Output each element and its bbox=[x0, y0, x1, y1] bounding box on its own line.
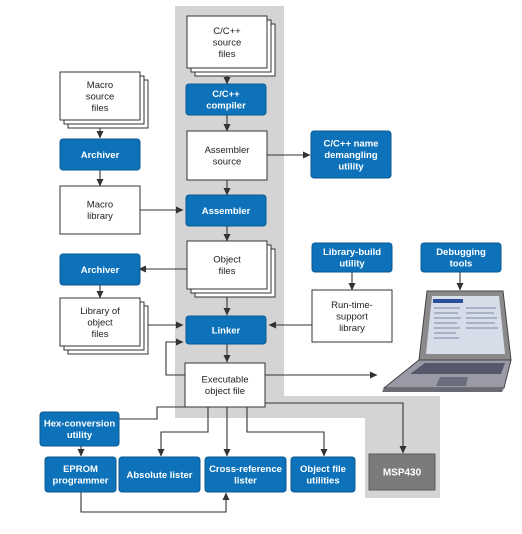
label-line: files bbox=[92, 103, 109, 114]
label-line: demangling bbox=[324, 150, 378, 161]
label-line: Linker bbox=[212, 325, 241, 336]
label-line: library bbox=[339, 323, 365, 334]
label-line: source bbox=[86, 91, 115, 102]
laptop-icon bbox=[382, 290, 512, 392]
cpp-compiler-node: C/C++compiler bbox=[185, 83, 267, 116]
assembler-label: Assembler bbox=[202, 206, 251, 217]
label-line: EPROM bbox=[63, 464, 98, 475]
label-line: C/C++ bbox=[212, 89, 240, 100]
label-line: utility bbox=[338, 161, 364, 172]
label-line: Object file bbox=[300, 464, 346, 475]
label-line: Object bbox=[213, 255, 241, 266]
label-line: files bbox=[219, 266, 236, 277]
archiver-mid-node: Archiver bbox=[59, 253, 141, 286]
label-line: Debugging bbox=[436, 247, 486, 258]
label-line: C/C++ bbox=[213, 26, 241, 37]
linker-node: Linker bbox=[185, 315, 267, 345]
label-line: Macro bbox=[87, 200, 113, 211]
label-line: Macro bbox=[87, 80, 113, 91]
msp430-label: MSP430 bbox=[383, 467, 422, 478]
label-line: object file bbox=[205, 386, 245, 397]
label-line: files bbox=[92, 329, 109, 340]
archiver-mid-label: Archiver bbox=[81, 265, 120, 276]
label-line: tools bbox=[450, 259, 473, 270]
label-line: MSP430 bbox=[383, 467, 422, 478]
label-line: lister bbox=[234, 476, 257, 487]
label-line: Cross-reference bbox=[209, 464, 282, 475]
label-line: Hex-conversion bbox=[44, 419, 115, 430]
absolute-lister-label: Absolute lister bbox=[127, 470, 193, 481]
label-line: compiler bbox=[206, 101, 246, 112]
archiver-top-node: Archiver bbox=[59, 138, 141, 171]
archiver-top-label: Archiver bbox=[81, 150, 120, 161]
label-line: Absolute lister bbox=[127, 470, 193, 481]
connectors bbox=[77, 70, 464, 513]
label-line: utility bbox=[339, 259, 365, 270]
label-line: source bbox=[213, 157, 242, 168]
label-line: Archiver bbox=[81, 150, 120, 161]
label-line: utilities bbox=[306, 476, 339, 487]
label-line: utility bbox=[67, 430, 93, 441]
assembler-node: Assembler bbox=[185, 194, 267, 227]
label-line: Library of bbox=[80, 306, 120, 317]
linker-label: Linker bbox=[212, 325, 241, 336]
label-line: Archiver bbox=[81, 265, 120, 276]
label-line: files bbox=[219, 49, 236, 60]
label-line: source bbox=[213, 37, 242, 48]
label-line: library bbox=[87, 211, 113, 222]
cpp-compiler-label: C/C++compiler bbox=[206, 89, 246, 112]
label-line: programmer bbox=[53, 476, 109, 487]
label-line: object bbox=[87, 317, 113, 328]
label-line: Executable bbox=[201, 375, 248, 386]
label-line: Assembler bbox=[202, 206, 251, 217]
label-line: Assembler bbox=[205, 145, 250, 156]
label-line: support bbox=[336, 311, 368, 322]
absolute-lister-node: Absolute lister bbox=[118, 456, 201, 493]
label-line: Library-build bbox=[323, 247, 381, 258]
label-line: Run-time- bbox=[331, 300, 373, 311]
label-line: C/C++ name bbox=[324, 138, 379, 149]
msp430-node: MSP430 bbox=[368, 453, 436, 491]
